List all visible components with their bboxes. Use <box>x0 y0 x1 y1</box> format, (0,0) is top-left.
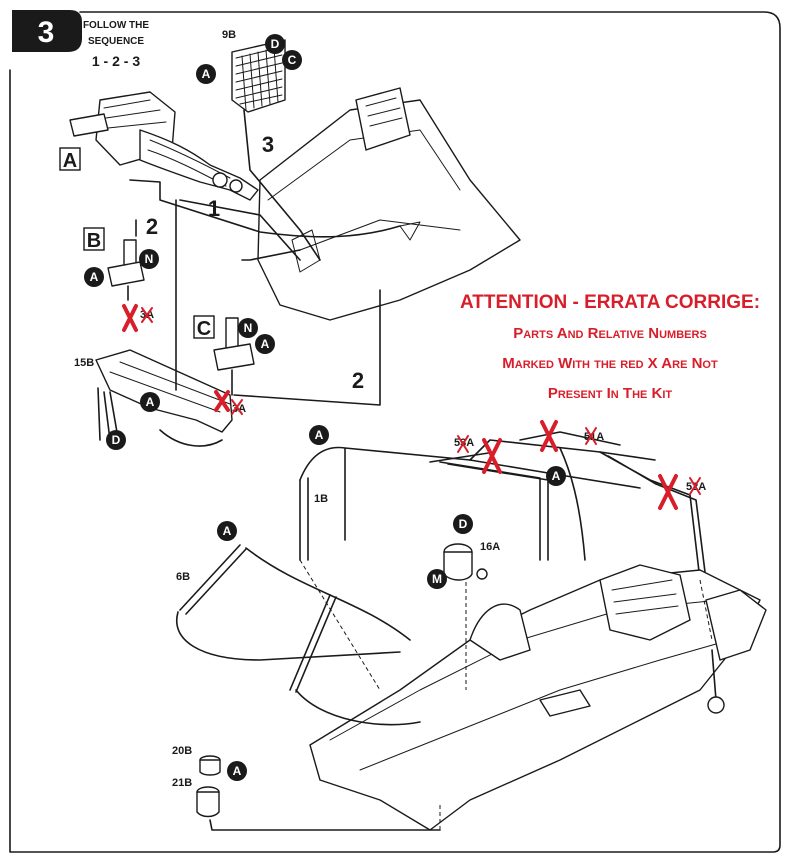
assembly-letter-b: B <box>87 230 101 252</box>
errata-heading: ATTENTION - ERRATA CORRIGE: <box>460 292 760 313</box>
svg-text:A: A <box>233 764 242 778</box>
sequence-step-1: 1 <box>208 196 220 221</box>
callout-a-grille: A <box>196 64 216 84</box>
suspension-arm-part <box>107 239 145 301</box>
assembly-letter-a: A <box>63 150 77 172</box>
part-number-16a: 16A <box>480 541 500 553</box>
svg-text:M: M <box>432 572 442 586</box>
callout-m-pump: M <box>427 569 447 589</box>
svg-text:N: N <box>244 321 253 335</box>
callout-a-arm-b: A <box>84 267 104 287</box>
sequence-step-2-upper: 2 <box>146 214 158 239</box>
svg-text:D: D <box>459 517 468 531</box>
missing-part-marks <box>122 304 701 510</box>
rear-chassis-part <box>309 564 767 831</box>
part-number-9b: 9B <box>222 29 236 41</box>
part-number-15b: 15B <box>74 357 94 369</box>
callout-n-arm-c: N <box>238 318 258 338</box>
sequence-instruction-2: SEQUENCE <box>88 36 144 47</box>
fuel-pump-part <box>443 543 488 581</box>
part-number-6b: 6B <box>176 571 190 583</box>
callout-n-arm-b: N <box>139 249 159 269</box>
callout-a-cage-right: A <box>546 466 566 486</box>
callout-d-subframe: D <box>106 430 126 450</box>
page-frame <box>9 11 781 853</box>
part-number-1b: 1B <box>314 493 328 505</box>
assembly-guide-lines <box>129 109 713 831</box>
svg-text:D: D <box>271 37 280 51</box>
svg-text:C: C <box>288 53 297 67</box>
callout-a-cage-top: A <box>309 425 329 445</box>
part-number-20b: 20B <box>172 745 192 757</box>
cap-part <box>199 755 221 776</box>
callout-a-arm-c: A <box>255 334 275 354</box>
assembly-box-b: B <box>83 227 105 252</box>
assembly-box-c: C <box>193 315 215 340</box>
sequence-step-2-lower: 2 <box>352 368 364 393</box>
sequence-order: 1 - 2 - 3 <box>92 53 140 69</box>
suspension-arm-c-part <box>213 317 255 396</box>
callout-a-brace: A <box>217 521 237 541</box>
svg-text:D: D <box>112 433 121 447</box>
callout-d-pump: D <box>453 514 473 534</box>
step-badge: 3 <box>12 10 82 52</box>
svg-text:A: A <box>90 270 99 284</box>
callout-a-canister: A <box>227 761 247 781</box>
front-chassis-part <box>257 87 521 321</box>
callout-d-grille: D <box>265 34 285 54</box>
front-subframe-part <box>95 349 233 447</box>
svg-text:A: A <box>146 395 155 409</box>
radiator-grille-part <box>231 39 286 113</box>
errata-notice: ATTENTION - ERRATA CORRIGE: Parts And Re… <box>460 292 760 402</box>
callout-c-grille: C <box>282 50 302 70</box>
svg-text:N: N <box>145 252 154 266</box>
errata-line-1: Parts And Relative Numbers <box>513 325 707 342</box>
engine-part <box>69 91 259 201</box>
part-number-21b: 21B <box>172 777 192 789</box>
sequence-instruction-1: FOLLOW THE <box>83 20 149 31</box>
svg-text:A: A <box>223 524 232 538</box>
svg-text:A: A <box>315 428 324 442</box>
errata-line-2: Marked With the red X Are Not <box>502 355 718 372</box>
assembly-letter-c: C <box>197 318 211 340</box>
callout-a-subframe: A <box>140 392 160 412</box>
sequence-step-3: 3 <box>262 132 274 157</box>
svg-text:A: A <box>202 67 211 81</box>
svg-text:A: A <box>261 337 270 351</box>
canister-part <box>196 786 220 818</box>
assembly-box-a: A <box>59 147 81 172</box>
svg-text:A: A <box>552 469 561 483</box>
step-number: 3 <box>38 16 55 49</box>
errata-line-3: Present In The Kit <box>548 385 673 402</box>
